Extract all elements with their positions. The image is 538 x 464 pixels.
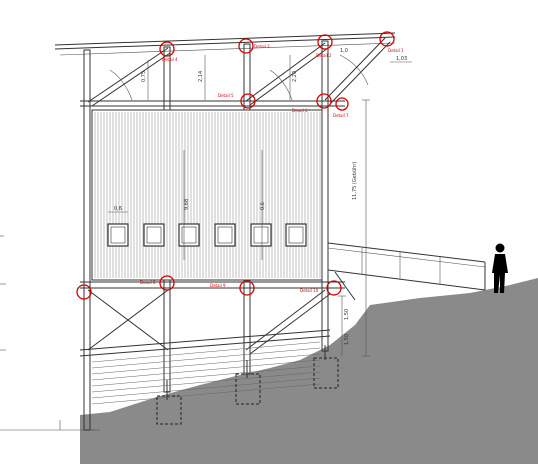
detail-label-bottom-3: Detail 10 xyxy=(300,288,319,293)
roof-line-bottom xyxy=(54,36,396,50)
ground-profile xyxy=(80,278,538,464)
dim-window-width: 0,6 xyxy=(114,206,122,212)
person-silhouette-icon xyxy=(492,243,508,293)
walkway-ramp xyxy=(327,242,486,301)
dim-height-total: 11,75 (Gebühr) xyxy=(352,162,358,200)
detail-label-bottom-2: Detail 9 xyxy=(210,283,226,288)
dim-height-mid-b: 2,20 xyxy=(292,71,298,82)
detail-label-mid-3: Detail 7 xyxy=(333,113,349,118)
detail-label-top-1: Detail 4 xyxy=(162,57,178,62)
beams xyxy=(80,100,345,289)
detail-label-bottom-1: Detail 8 xyxy=(140,280,156,285)
lower-bracing xyxy=(79,289,331,357)
dim-height-mid-a: 2,14 xyxy=(198,71,204,82)
dimension-lines xyxy=(108,55,412,357)
detail-label-top-4: Detail 1 xyxy=(388,48,404,53)
dim-panel-height: 9,68 xyxy=(184,199,190,210)
dim-small-b: 1,0 xyxy=(340,48,348,54)
cladding-panel xyxy=(91,109,323,281)
roof-purlin-line xyxy=(59,42,396,56)
upper-bracing xyxy=(87,37,391,107)
dim-lower-a: 1,50 xyxy=(344,309,350,320)
foundations xyxy=(156,345,339,425)
substructure-boarding xyxy=(91,341,321,405)
left-margin-ticks xyxy=(0,235,100,431)
dim-lower-b: 1,50 xyxy=(344,334,350,345)
cladding-pattern xyxy=(94,112,321,278)
detail-label-mid-2: Detail 6 xyxy=(292,108,308,113)
detail-label-mid-1: Detail 5 xyxy=(218,93,234,98)
ground-left xyxy=(0,430,80,464)
detail-label-top-2: Detail 3 xyxy=(254,44,270,49)
detail-label-top-3: Detail 2 xyxy=(316,53,332,58)
detail-markers xyxy=(76,31,395,300)
dim-small-a: 0,6 xyxy=(260,202,266,210)
dim-height-left: 0,75 xyxy=(141,71,147,82)
roof-line-top xyxy=(54,32,396,46)
dim-top-right: 1,03 xyxy=(396,56,407,62)
